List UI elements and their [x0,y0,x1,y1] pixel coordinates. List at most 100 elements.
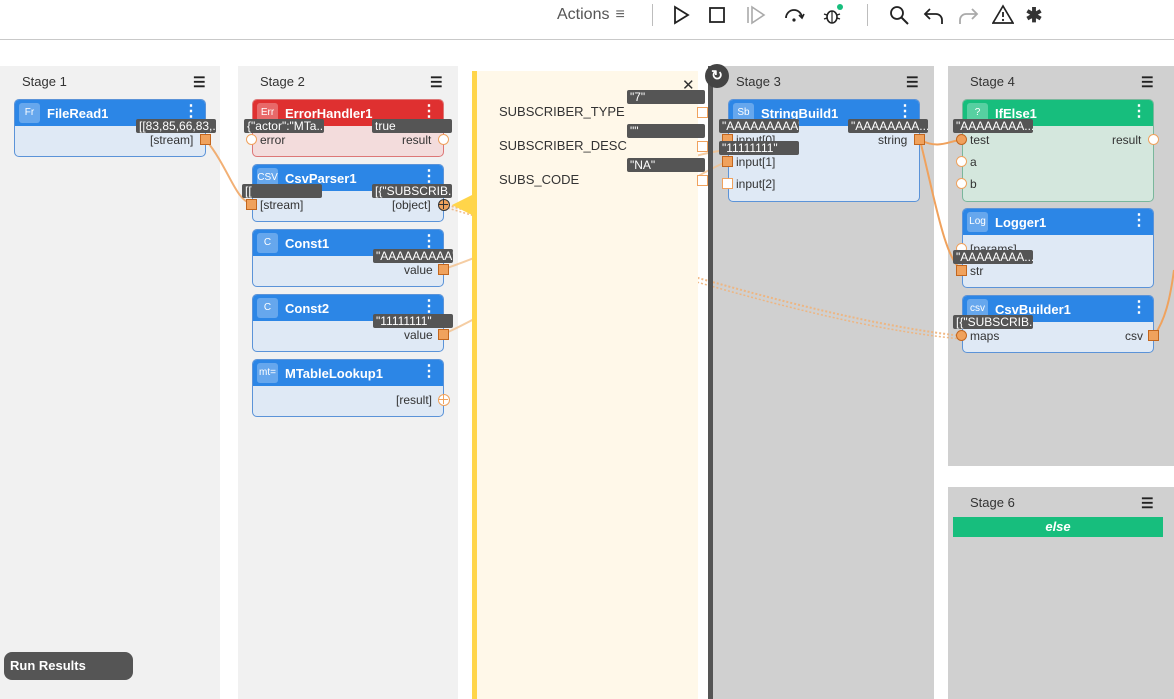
stringbuild-in0-value: "AAAAAAAAA" [719,119,799,133]
logger-kebab-icon[interactable]: ⋮ [1131,212,1147,229]
csvparser-out-port[interactable] [438,199,450,211]
redo-icon[interactable] [955,3,981,27]
ifelse-type-icon: ? [967,103,988,123]
panel-row-port[interactable] [697,141,708,152]
stage-3-menu-icon[interactable]: ☰ [906,74,919,90]
stringbuild-in1-port[interactable] [722,156,733,167]
panel-row-port[interactable] [697,175,708,186]
csvbuilder-name: CsvBuilder1 [995,302,1071,317]
ifelse-name: IfElse1 [995,106,1037,121]
stage-1-title: Stage 1 [22,74,67,89]
stop-icon[interactable] [704,3,730,27]
csvbuilder-kebab-icon[interactable]: ⋮ [1131,299,1147,316]
mtable-type-icon: mt= [257,363,278,383]
refresh-icon[interactable]: ↻ [705,64,729,88]
csvbuilder-maps-port[interactable] [956,330,967,341]
const2-kebab-icon[interactable]: ⋮ [421,298,437,315]
stage-3-title: Stage 3 [736,74,781,89]
stringbuild-out-value: "AAAAAAAA... [848,119,928,133]
stage-1-menu-icon[interactable]: ☰ [193,74,206,90]
const1-out-value: "AAAAAAAAA" [373,249,453,263]
logger-str-port[interactable] [956,265,967,276]
stringbuild-out-label: string [878,133,908,147]
ifelse-b-label: b [970,177,977,191]
toolbar-divider [867,4,868,26]
errorhandler-in-value: {"actor":"MTa... [244,119,324,133]
actions-menu[interactable]: Actions ≡ [557,6,625,24]
ifelse-node[interactable]: ? IfElse1 ⋮ [962,99,1154,202]
stage-2-menu-icon[interactable]: ☰ [430,74,443,90]
step-icon[interactable] [742,3,768,27]
panel-row-port[interactable] [697,107,708,118]
run-results-button[interactable]: Run Results [4,652,133,680]
stringbuild-in2-port[interactable] [722,178,733,189]
else-branch-bar[interactable]: else [953,517,1163,537]
fileread-type-icon: Fr [19,103,40,123]
csvbuilder-type-icon: csv [967,299,988,319]
stringbuild-kebab-icon[interactable]: ⋮ [897,103,913,120]
stringbuild-header[interactable]: Sb StringBuild1 ⋮ [729,100,919,126]
const2-out-value: "11111111" [373,314,453,328]
const2-out-port[interactable] [438,329,449,340]
ifelse-test-port[interactable] [956,134,967,145]
stage-2-title: Stage 2 [260,74,305,89]
csvbuilder-maps-value: [{"SUBSCRIB... [953,315,1033,329]
errorhandler-name: ErrorHandler1 [285,106,373,121]
errorhandler-out-value: true [372,119,452,133]
logger-node[interactable]: Log Logger1 ⋮ [962,208,1154,288]
stage-6-title: Stage 6 [970,495,1015,510]
toolbar: Actions ≡ ✱ [0,0,1174,40]
csvparser-in-port[interactable] [246,199,257,210]
stringbuild-type-icon: Sb [733,103,754,123]
const1-out-port-label: value [404,263,433,277]
csvbuilder-csv-label: csv [1125,329,1143,343]
const2-out-port-label: value [404,328,433,342]
mtable-header[interactable]: mt= MTableLookup1 ⋮ [253,360,443,386]
search-icon[interactable] [886,3,912,27]
ifelse-result-port[interactable] [1148,134,1159,145]
csvparser-name: CsvParser1 [285,171,357,186]
fileread-out-port[interactable] [200,134,211,145]
panel-row-value: "7" [627,90,705,104]
csvparser-kebab-icon[interactable]: ⋮ [421,168,437,185]
mtable-out-port[interactable] [438,394,450,406]
csvbuilder-maps-label: maps [970,329,1000,343]
errorhandler-in-port-label: error [260,133,286,147]
close-icon[interactable]: ✕ [682,77,695,94]
ifelse-result-label: result [1112,133,1142,147]
actions-label: Actions [557,6,610,23]
stage-1-lane [0,66,220,699]
undo-icon[interactable] [921,3,947,27]
stage-divider[interactable] [708,66,713,699]
stage-6-menu-icon[interactable]: ☰ [1141,495,1154,511]
mtable-node[interactable]: mt= MTableLookup1 ⋮ [252,359,444,417]
fileread-kebab-icon[interactable]: ⋮ [183,103,199,120]
asterisk-icon[interactable]: ✱ [1025,4,1043,27]
errorhandler-in-port[interactable] [246,134,257,145]
errorhandler-out-port[interactable] [438,134,449,145]
play-icon[interactable] [668,3,694,27]
ifelse-a-port[interactable] [956,156,967,167]
mtable-kebab-icon[interactable]: ⋮ [421,363,437,380]
csvparser-in-value: [[ [242,184,322,198]
logger-header[interactable]: Log Logger1 ⋮ [963,209,1153,235]
stringbuild-out-port[interactable] [914,134,925,145]
stage-4-menu-icon[interactable]: ☰ [1141,74,1154,90]
fileread-out-port-label: [stream] [150,133,194,147]
skip-icon[interactable] [781,3,807,27]
errorhandler-kebab-icon[interactable]: ⋮ [421,103,437,120]
logger-str-value: "AAAAAAAA... [953,250,1033,264]
debug-icon[interactable] [819,3,845,27]
hamburger-icon: ≡ [615,6,625,23]
csvparser-out-port-label: [object] [392,198,431,212]
const1-out-port[interactable] [438,264,449,275]
ifelse-kebab-icon[interactable]: ⋮ [1131,103,1147,120]
const1-kebab-icon[interactable]: ⋮ [421,233,437,250]
const1-name: Const1 [285,236,330,251]
errorhandler-type-icon: Err [257,103,278,123]
stringbuild-name: StringBuild1 [761,106,839,121]
warning-icon[interactable] [990,3,1016,27]
ifelse-b-port[interactable] [956,178,967,189]
csvbuilder-csv-port[interactable] [1148,330,1159,341]
